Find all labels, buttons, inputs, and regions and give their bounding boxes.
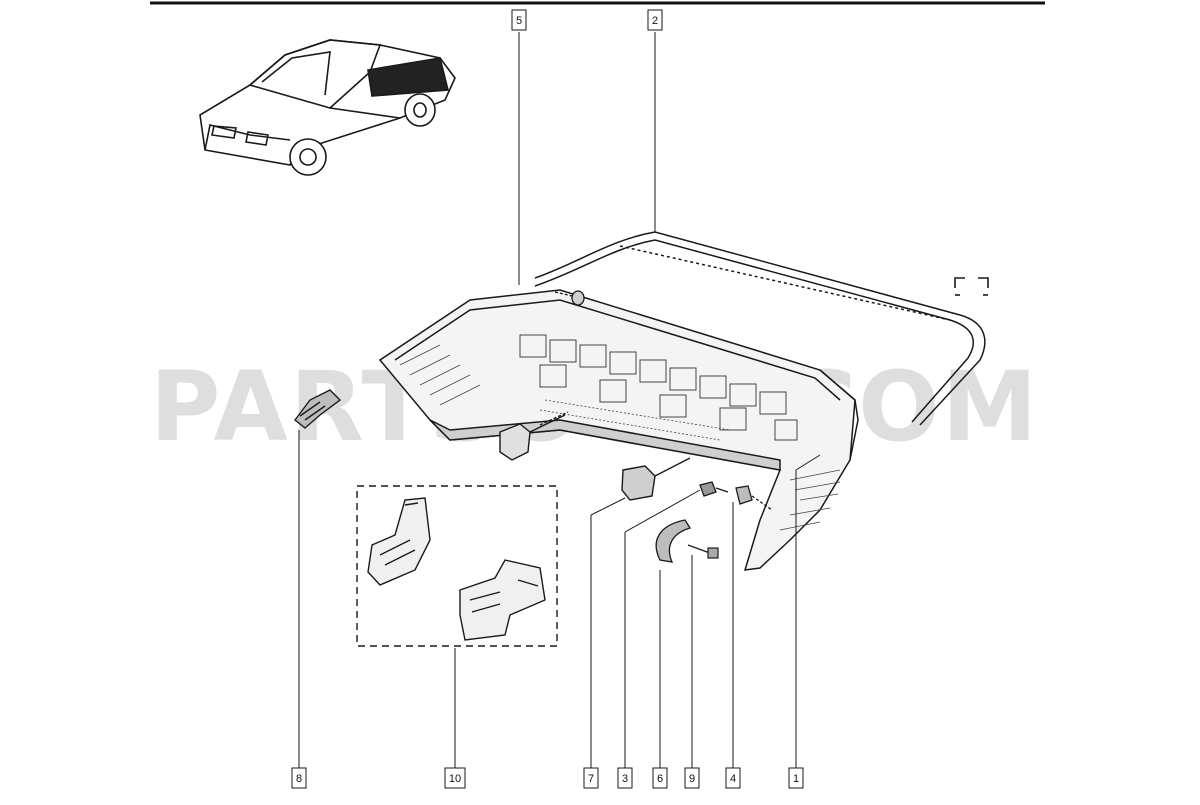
fastener-part-7: [621, 457, 691, 501]
callout-label: 8: [296, 773, 302, 785]
callout-label: 7: [588, 773, 594, 785]
callout-6: 6: [652, 767, 668, 789]
bracket-part-8: [294, 389, 342, 429]
screw-part-3: [699, 481, 729, 497]
nut-part-4: [735, 485, 773, 511]
strip-part-6: [655, 519, 692, 563]
callout-9: 9: [684, 767, 700, 789]
callout-3: 3: [617, 767, 633, 789]
callout-label: 2: [652, 15, 658, 27]
callout-label: 10: [449, 773, 461, 785]
callout-label: 6: [657, 773, 663, 785]
bracket-set-illustration: [356, 485, 558, 647]
callout-label: 3: [622, 773, 628, 785]
clip-part-5: [554, 290, 585, 306]
callout-7: 7: [583, 767, 599, 789]
callout-5: 5: [511, 9, 527, 31]
guide-piece: [499, 411, 569, 461]
callout-2: 2: [647, 9, 663, 31]
callout-8: 8: [291, 767, 307, 789]
screw-part-9: [687, 544, 719, 559]
leader-lines: [298, 32, 821, 768]
callout-10: 10: [444, 767, 466, 789]
leader-3b: [624, 489, 701, 533]
corner-mark-icon: [954, 277, 989, 296]
upper-strip-illustration: [534, 231, 986, 426]
rear-bumper-illustration: [378, 289, 859, 571]
callout-label: 4: [730, 773, 736, 785]
leader-7b: [590, 497, 626, 516]
callout-4: 4: [725, 767, 741, 789]
callout-label: 1: [793, 773, 799, 785]
callout-1: 1: [788, 767, 804, 789]
callout-label: 9: [689, 773, 695, 785]
leader-1b: [795, 454, 821, 471]
car-thumbnail-icon: [199, 39, 456, 176]
callout-label: 5: [516, 15, 522, 27]
